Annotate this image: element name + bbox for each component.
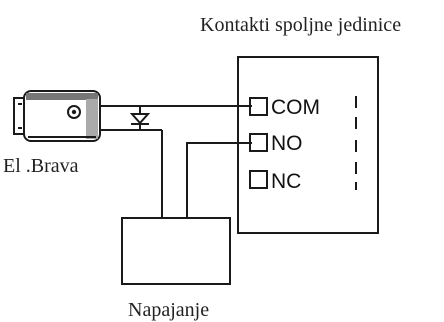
terminal-com-square bbox=[249, 97, 268, 116]
electric-lock-icon bbox=[13, 90, 101, 142]
electric-lock-label: El .Brava bbox=[3, 155, 79, 177]
wires bbox=[100, 105, 252, 218]
power-supply-label: Napajanje bbox=[128, 299, 209, 321]
terminal-com-label: COM bbox=[271, 96, 320, 119]
diode-icon bbox=[129, 113, 151, 125]
terminal-no-square bbox=[249, 133, 268, 152]
terminal-nc-square bbox=[249, 170, 268, 189]
terminal-no-label: NO bbox=[271, 132, 303, 155]
power-supply-box bbox=[121, 217, 231, 285]
outdoor-unit-contacts-title: Kontakti spoljne jedinice bbox=[200, 14, 401, 36]
terminal-nc-label: NC bbox=[271, 170, 301, 193]
outdoor-unit-box bbox=[237, 56, 379, 234]
